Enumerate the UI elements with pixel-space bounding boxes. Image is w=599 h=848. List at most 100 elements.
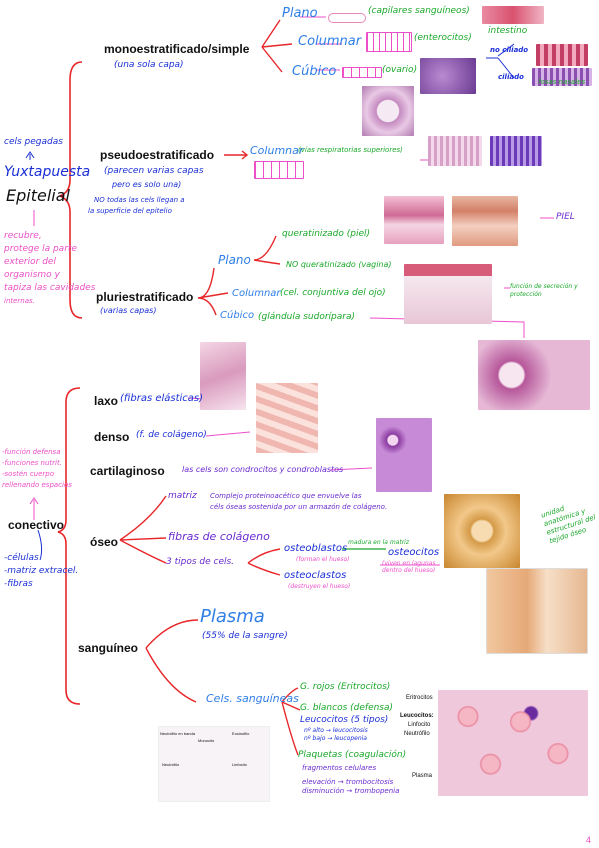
sanguineo-heading: sanguíneo <box>78 641 139 655</box>
mono-plano: Plano <box>282 6 318 21</box>
sweat-gland-image <box>478 340 590 410</box>
sanguineo-fragmentos: fragmentos celulares <box>302 764 377 772</box>
cuboidal-cells-sketch <box>342 67 382 78</box>
conective-notes: -función defensa -funciones nutrit. -sos… <box>2 447 72 491</box>
conective-heading: conectivo <box>8 518 65 532</box>
sanguineo-bajo: nº bajo → leucopenia <box>304 735 367 742</box>
cells-together-note: cels pegadas <box>4 137 63 147</box>
bone-image <box>444 494 520 568</box>
cartilaginoso-note: las cels son condrocitos y condroblastos <box>182 465 344 474</box>
cartilage-image <box>376 418 432 492</box>
component-line: -células <box>4 553 39 563</box>
enterocyte-image <box>536 44 588 66</box>
pseudo-columnar-note: (vías respiratorias superiores) <box>298 146 403 154</box>
mono-heading: monoestratificado/simple <box>104 42 250 56</box>
pluri-sub: (varias capas) <box>100 306 157 315</box>
sanguineo-plasma-note: (55% de la sangre) <box>202 631 288 641</box>
mono-columnar: Columnar <box>298 34 362 49</box>
component-line: -fibras <box>4 579 33 589</box>
pseudo-note-2: pero es solo una) <box>112 180 182 189</box>
cell-label-neutrofilo: Neutrófilo <box>162 762 180 767</box>
ovary-image <box>420 58 476 94</box>
smear-label-neutrofilo: Neutrófilo <box>404 731 430 737</box>
pseudo-note-4: la superficie del epitelio <box>88 207 172 215</box>
pseudo-note-3: NO todas las cels llegan a <box>94 196 185 204</box>
non-keratinized-image <box>404 264 492 324</box>
smear-label-plasma: Plasma <box>412 773 433 779</box>
pseudo-image-2 <box>490 136 542 166</box>
smear-label-linfocito: Linfocito <box>408 722 431 728</box>
oseo-osteocitos-note: (viven en lagunas dentro del hueso) <box>382 560 436 574</box>
laxo-heading: laxo <box>94 394 119 408</box>
pluri-plano: Plano <box>218 253 251 267</box>
mono-cubico: Cúbico <box>292 64 337 79</box>
note-line: -función defensa <box>2 448 61 456</box>
mono-columnar-note: (enterocitos) <box>414 33 472 43</box>
oseo-fibras: fibras de colágeno <box>168 530 270 543</box>
oseo-osteocitos: osteocitos <box>388 547 440 558</box>
sanguineo-cels: Cels. sanguíneas <box>206 692 299 705</box>
skin-diagram-image <box>452 196 518 246</box>
note-line: recubre, <box>4 231 42 241</box>
note-line: -funciones nutrit. <box>2 459 62 467</box>
smear-label-leucocitos: Leucocitos: <box>400 713 434 719</box>
sanguineo-leucocitos: Leucocitos (5 tipos) <box>300 715 389 725</box>
blood-smear-image <box>438 690 588 796</box>
mono-no-ciliado: no ciliado <box>490 46 529 54</box>
pseudo-cells-sketch <box>254 161 304 179</box>
oseo-matriz: matriz <box>168 491 197 501</box>
pluri-function: función de secreción y protección <box>510 283 578 298</box>
oseo-osteoblastos: osteoblastos <box>284 543 348 554</box>
mono-intestino: intestino <box>488 26 528 36</box>
ciliated-image <box>532 68 592 86</box>
oseo-madura: madura en la matriz <box>348 539 409 546</box>
cell-label-band: Neutrófilo en banda <box>160 731 195 736</box>
note-line: rellenando espacios <box>2 481 72 489</box>
pluri-cubico-note: (glándula sudorípara) <box>258 312 356 322</box>
cuboidal-image <box>362 86 414 136</box>
oseo-osteoclastos: osteoclastos <box>284 570 347 581</box>
pluri-heading: pluriestratificado <box>96 290 194 304</box>
leukocyte-chart-image <box>158 726 270 802</box>
note-line: exterior del <box>4 257 56 267</box>
epithelial-function-note: recubre, protege la parte exterior del o… <box>4 230 95 308</box>
keratinized-image <box>384 196 444 244</box>
sanguineo-rojos: G. rojos (Eritrocitos) <box>300 682 391 692</box>
sanguineo-plaquetas: Plaquetas (coagulación) <box>298 750 407 760</box>
note-line: organismo y <box>4 270 60 280</box>
laxo-note: (fibras elásticas) <box>120 393 204 404</box>
denso-note: (f. de colágeno) <box>136 430 207 440</box>
note-line: protege la parte <box>4 244 77 254</box>
oseo-osteoclastos-note: (destruyen el hueso) <box>288 583 351 590</box>
oseo-matriz-note-1: Complejo proteinoacético que envuelve la… <box>210 492 362 500</box>
pseudo-columnar: Columnar <box>250 144 304 157</box>
pluri-columnar-note: (cel. conjuntiva del ojo) <box>280 288 386 298</box>
pluri-cubico: Cúbico <box>220 310 255 321</box>
flat-cells-sketch <box>328 13 366 23</box>
note-line: -sostén cuerpo <box>2 470 55 478</box>
cell-label-eosinofilo: Eosinófilo <box>232 731 250 736</box>
pseudo-image-1 <box>428 136 482 166</box>
osteon-diagram-image <box>486 568 588 654</box>
sanguineo-plasma: Plasma <box>200 606 265 627</box>
cell-label-linfocito: Linfocito <box>232 762 247 767</box>
mono-cubico-note: (ovario) <box>382 65 418 75</box>
dense-tissue-image <box>256 383 318 453</box>
sanguineo-disminucion: disminución → trombopenia <box>302 787 400 795</box>
juxtaposed-label: Yuxtapuesta <box>4 164 91 180</box>
sanguineo-elevacion: elevación → trombocitosis <box>302 778 394 786</box>
pluri-columnar: Columnar <box>232 288 281 299</box>
mono-ciliado: ciliado <box>498 73 524 81</box>
pluri-keratinized: queratinizado (piel) <box>282 229 370 239</box>
epithelial-title: Epitelial <box>6 186 70 205</box>
mono-fosas: fosas nasales <box>538 78 586 86</box>
loose-tissue-image <box>200 342 246 410</box>
cell-label-monocito: Monocito <box>198 738 215 743</box>
pseudo-heading: pseudoestratificado <box>100 148 215 162</box>
oseo-matriz-note-2: céls óseas sostenida por un armazón de c… <box>210 503 388 511</box>
oseo-heading: óseo <box>90 535 119 549</box>
note-line: internas. <box>4 297 35 305</box>
pluri-non-keratinized: NO queratinizado (vagina) <box>286 260 392 269</box>
denso-heading: denso <box>94 430 130 444</box>
